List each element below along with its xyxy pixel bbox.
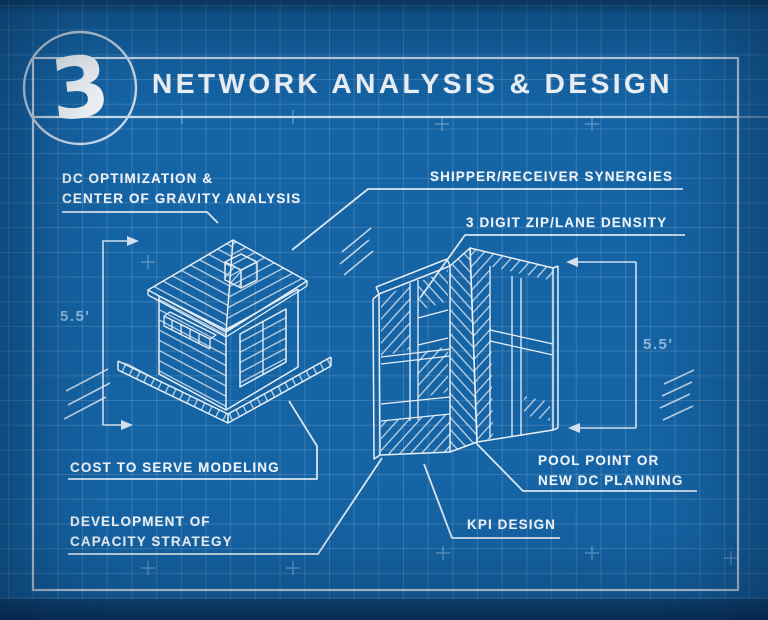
leader-cost-to-serve [68, 400, 318, 480]
label-line: POOL POINT OR [538, 453, 660, 468]
label-dc-optimization: DC OPTIMIZATION & CENTER OF GRAVITY ANAL… [62, 169, 301, 209]
dimension-right [566, 257, 637, 433]
leader-kpi [423, 463, 560, 539]
label-line: COST TO SERVE MODELING [70, 460, 280, 475]
label-line: 3 DIGIT ZIP/LANE DENSITY [466, 215, 668, 230]
hatch-marks [63, 227, 695, 421]
label-line: NEW DC PLANNING [538, 473, 684, 488]
step-number: 3 [45, 36, 115, 140]
label-capacity-strategy: DEVELOPMENT OF CAPACITY STRATEGY [70, 512, 233, 552]
label-kpi-design: KPI DESIGN [467, 515, 556, 535]
dimension-value-right: 5.5' [643, 336, 674, 353]
label-line: SHIPPER/RECEIVER SYNERGIES [430, 169, 674, 184]
step-number-circle [22, 30, 138, 146]
label-pool-point: POOL POINT OR NEW DC PLANNING [538, 451, 684, 491]
page-title: NETWORK ANALYSIS & DESIGN [152, 68, 674, 99]
label-line: KPI DESIGN [467, 517, 557, 532]
grid-cross-marks [141, 110, 738, 575]
label-line: CAPACITY STRATEGY [70, 534, 233, 549]
leader-capacity [68, 457, 383, 555]
label-line: DC OPTIMIZATION & [62, 171, 214, 186]
label-zip-lane-density: 3 DIGIT ZIP/LANE DENSITY [466, 213, 667, 233]
dimension-value-left: 5.5' [60, 308, 91, 325]
leader-dc-optimization [62, 211, 219, 224]
leader-lines [62, 188, 697, 555]
wall-panels-illustration [372, 247, 559, 460]
leader-shipper [291, 188, 683, 251]
label-line: DEVELOPMENT OF [70, 514, 211, 529]
label-shipper-receiver: SHIPPER/RECEIVER SYNERGIES [430, 167, 673, 187]
bottom-shade-band [0, 599, 768, 620]
blueprint-frame [22, 30, 768, 592]
dimension-left [102, 236, 139, 430]
label-cost-to-serve: COST TO SERVE MODELING [70, 458, 280, 478]
house-illustration [117, 239, 332, 424]
label-line: CENTER OF GRAVITY ANALYSIS [62, 191, 302, 206]
leader-pool-point [475, 442, 697, 492]
